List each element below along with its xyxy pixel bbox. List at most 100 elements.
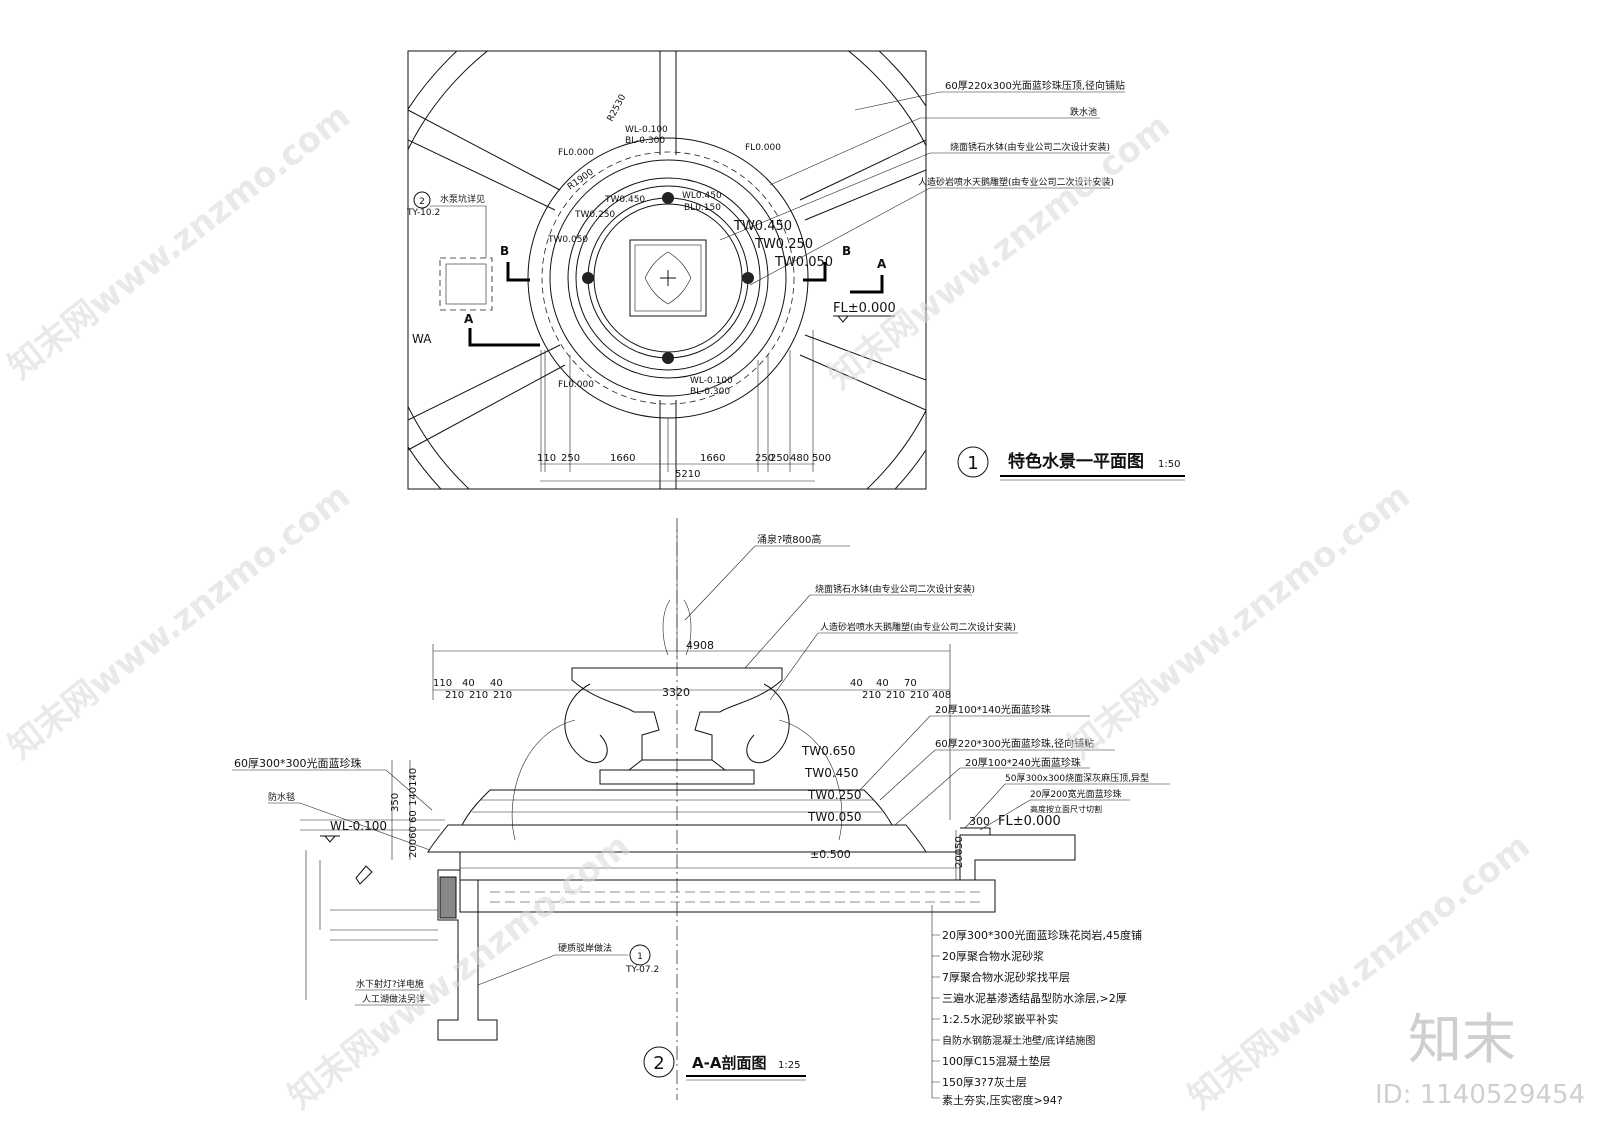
radial-band-nw [408,109,561,211]
detail-ref-leader [430,205,487,258]
section-dim-right-2: 40 [876,678,889,689]
section-mark-a-left: A [464,312,474,326]
section-r-callout-leader-4 [964,783,1170,829]
plan-scale: 1:50 [1158,459,1180,470]
swan-sculpture-icon [582,272,594,284]
radial-band-sw [408,344,566,451]
section-detail-text: 硬质驳岸做法 [558,942,612,954]
watermark-text: 知末网www.znzmo.com [1,96,358,387]
gravel-hatch [490,891,980,903]
central-basin-inner [634,244,702,312]
pump-pit [439,257,493,311]
plan-title-index: 1 [967,453,978,474]
plan-callout-leader-3 [719,152,1110,241]
section-l-callout-1: 60厚300*300光面蓝珍珠 [234,756,362,770]
plan-callout-leader-1 [854,91,1125,111]
section-callout-1: 涌泉?喷800高 [757,533,821,546]
section-callout-3: 人造砂岩喷水天鹅雕塑(由专业公司二次设计安装) [820,621,1016,633]
elev-wl-bottom: WL-0.100 [690,376,733,386]
elev-tw050-a: TW0.050 [547,235,588,245]
layer-1: 20厚300*300光面蓝珍珠花岗岩,45度铺 [942,928,1142,942]
right-coping [960,827,991,835]
section-callout-leader-1 [684,545,850,621]
plan-callout-leader-2 [769,117,1100,186]
section-dim-left-210c: 210 [493,690,512,701]
section-r-callout-5: 20厚200宽光面蓝珍珠 [1030,788,1122,800]
brand-logo: 知末 [1408,1008,1516,1071]
gravel-base [477,879,996,913]
section-dim-right-210c: 210 [910,690,929,701]
plan-callout-leader-4 [749,187,1110,286]
detail-ref-sheet: TY-10.2 [406,208,440,218]
layer-7: 100厚C15混凝土垫层 [942,1054,1051,1068]
section-detail-circle [629,944,651,966]
swan-sculpture-icon [662,352,674,364]
ornament-icon [644,251,692,305]
section-bottom-note-2: 人工湖做法另详 [362,993,425,1005]
section-dim-left-210b: 210 [469,690,488,701]
elev-tw050: TW0.050 [774,255,833,270]
section-r-callout-leader-5 [979,799,1130,831]
pool-water-line [541,151,795,405]
right-paving [959,834,1076,881]
elev-tw250: TW0.250 [754,237,813,252]
elev-fl-top-left: FL0.000 [558,148,594,158]
elev-fl-pm: FL±0.000 [833,301,896,316]
section-dim-right-1: 40 [850,678,863,689]
section-l-callout-3: WL-0.100 [330,819,387,833]
section-dim-v3: 20060 60 [408,810,419,858]
section-detail-leader [477,954,628,986]
elev-tw450: TW0.450 [733,219,792,234]
layer-6: 自防水钢筋混凝土池壁/底详结施图 [942,1034,1095,1047]
spotlight-icon [355,865,373,885]
radial-band-se [799,334,926,411]
radial-band-ne [799,139,926,221]
elev-bl-bottom: BL-0.300 [690,387,730,397]
fountain-pedestal [599,759,755,785]
swan-sculpture-icon [742,272,754,284]
radial-band-s [659,400,677,489]
section-bottom-note-lines [355,989,430,1006]
pump-pit-inner [445,263,487,305]
section-dim-overall [432,644,951,820]
plan-dim-7: 480 [790,453,809,464]
section-l-callout-leader-1 [232,769,433,811]
plan-dim-6: 250 [770,453,789,464]
section-mark-a-right: A [877,257,887,271]
outer-paving-ring [408,51,926,489]
plan-frame [407,50,927,490]
plan-dim-8: 500 [812,453,831,464]
layer-3: 7厚聚合物水泥砂浆找平层 [942,970,1070,984]
section-callout-leader-3 [769,632,1018,701]
retaining-wall [437,869,498,1041]
section-elev-tw050: TW0.050 [807,810,862,824]
layer-9: 素土夯实,压实密度>94? [942,1093,1063,1107]
pool-wall-1 [549,159,787,397]
elev-fl-pm-symbol [833,315,895,323]
section-r-callout-1: 20厚100*140光面蓝珍珠 [935,703,1051,716]
section-dim-inner: 3320 [662,686,690,699]
section-title-index: 2 [653,1053,664,1074]
plan-callout-3: 烧面锈石水钵(由专业公司二次设计安装) [950,141,1110,153]
section-dim-v2: 140140 [408,768,419,806]
plan-dimension-lines [540,463,815,482]
section-mark-b-right: B [842,244,851,258]
section-dim-right-210b: 210 [886,690,905,701]
lake-edge [305,850,321,1000]
lake-bottom [330,909,438,941]
elev-tw250-a: TW0.250 [574,210,615,220]
section-detail-sheet: TY-07.2 [625,965,659,975]
pool-wall-3 [575,185,761,371]
upper-tier-hatch [472,799,882,813]
plan-title-index-circle [957,446,989,478]
section-scale: 1:25 [778,1060,800,1071]
layer-2: 20厚聚合物水泥砂浆 [942,949,1044,963]
section-detail-num: 1 [637,952,643,962]
radial-band-n [659,51,677,155]
section-r-callout-leader-2 [879,749,1115,801]
plan-callout-1: 60厚220x300光面蓝珍珠压顶,径向铺贴 [945,79,1125,92]
section-callout-2: 烧面锈石水钵(由专业公司二次设计安装) [815,583,975,595]
pool-slab [459,851,961,881]
layer-8: 150厚3?7灰土层 [942,1075,1027,1089]
